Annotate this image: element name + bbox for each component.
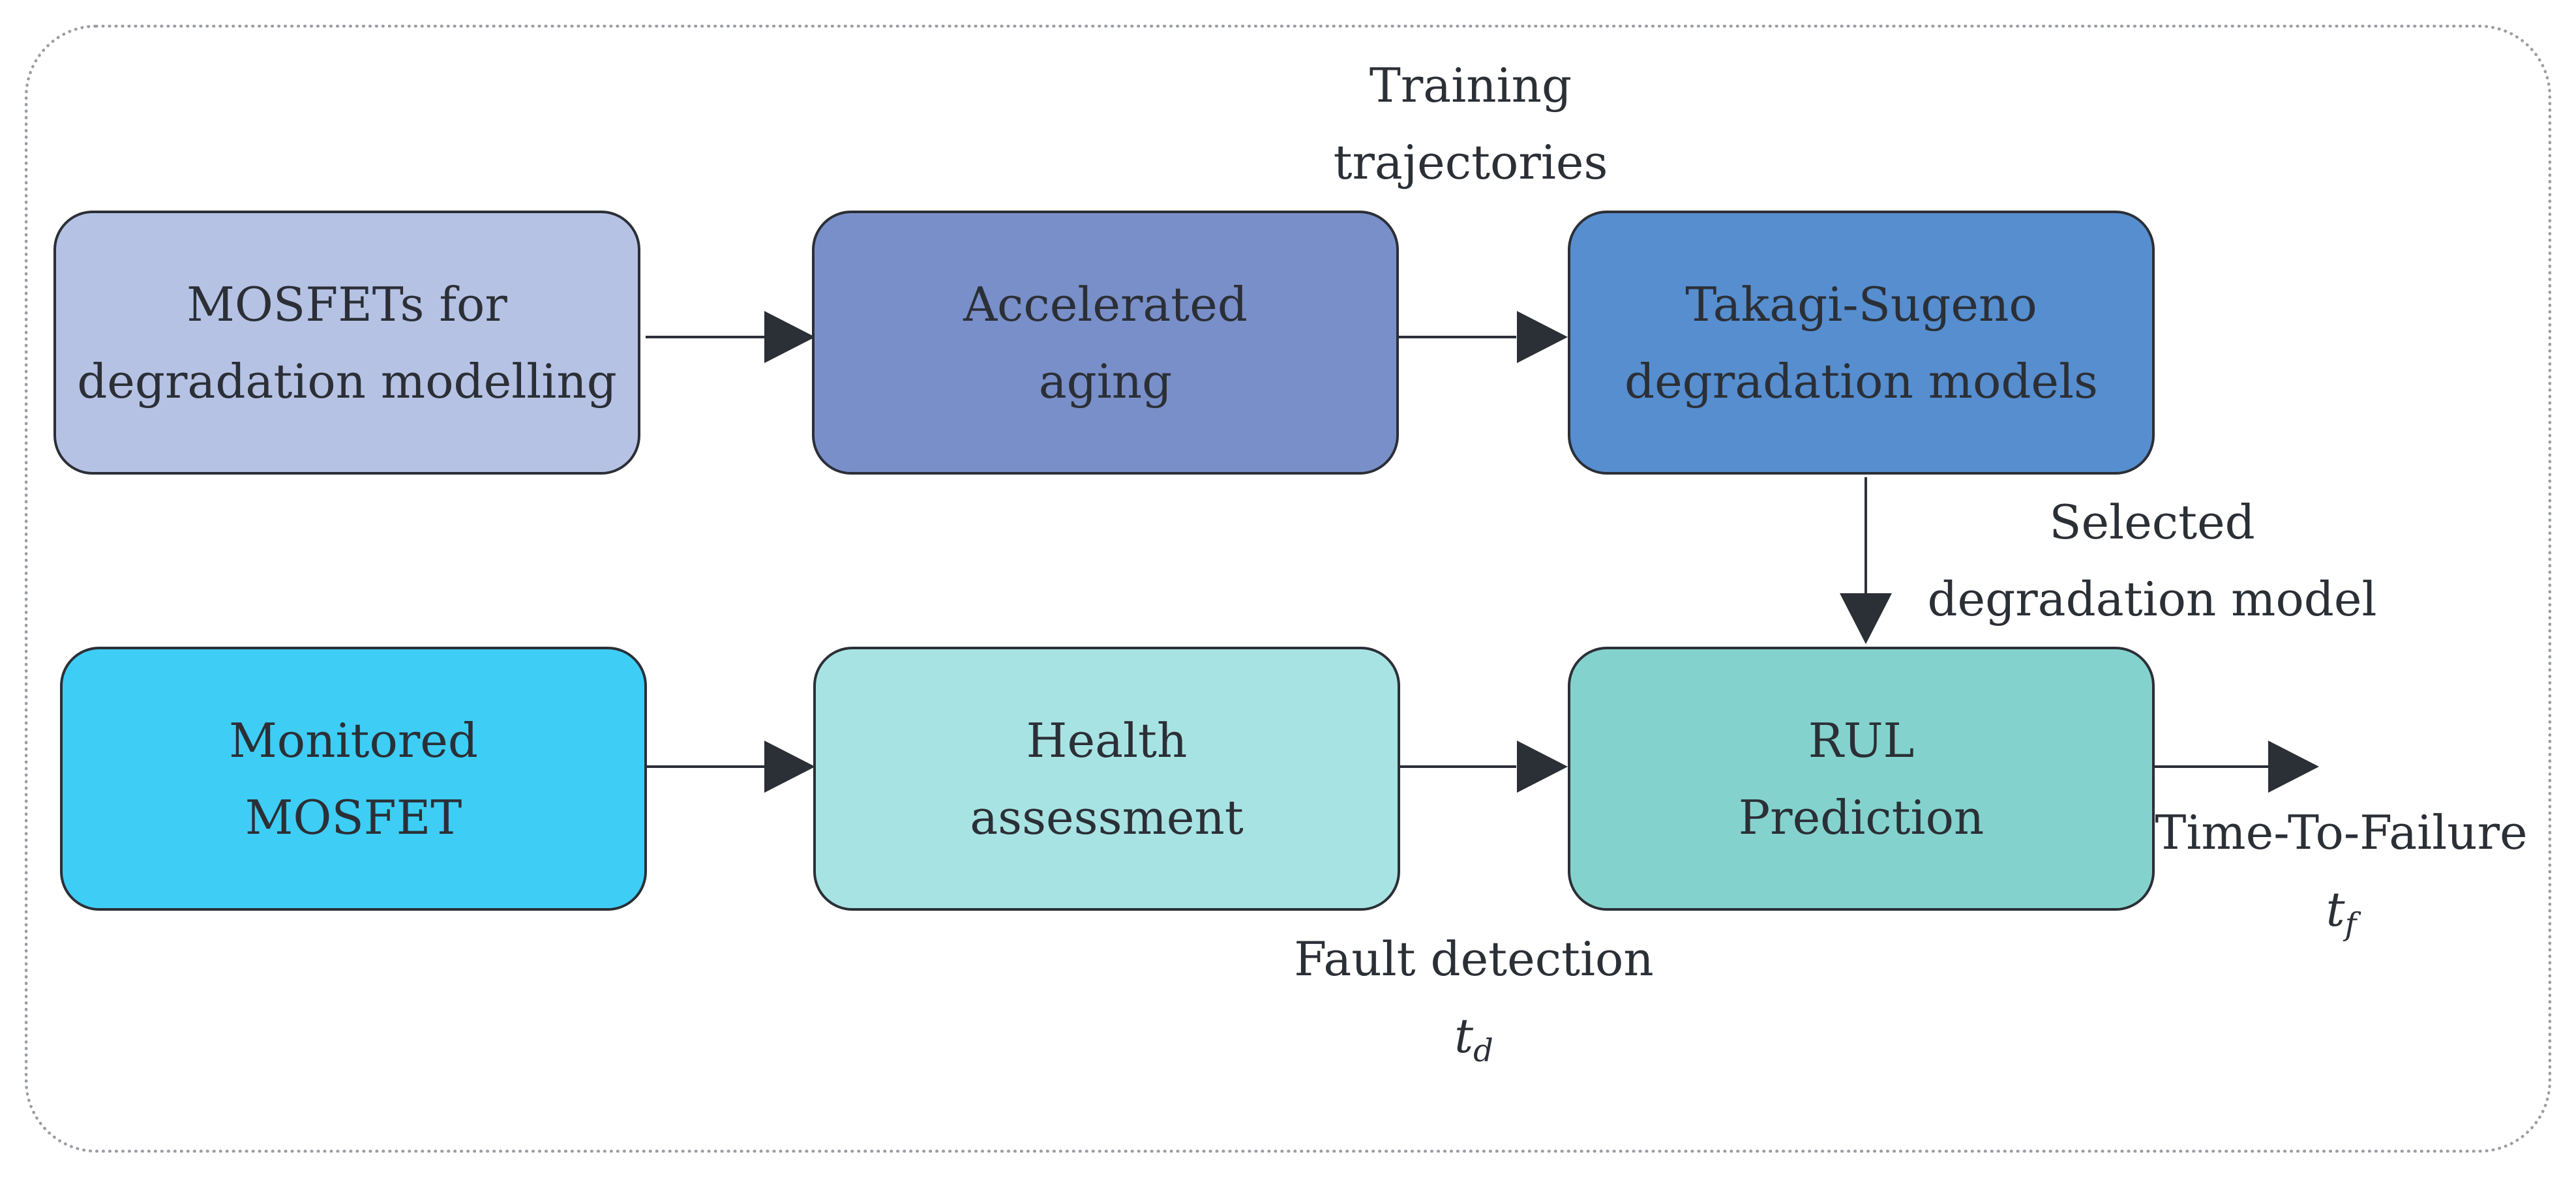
annotation-training-trajectories: Training trajectories	[1275, 47, 1666, 201]
box-label-line1: Health	[1026, 713, 1188, 768]
box-label-line1: Takagi-Sugeno	[1685, 276, 2037, 332]
fault-detection-time-symbol: td	[1239, 997, 1709, 1089]
arrowhead-takagi	[1517, 311, 1568, 363]
diagram-frame	[25, 25, 2551, 1153]
box-takagi-sugeno-models: Takagi-Sugeno degradation models	[1568, 211, 2155, 475]
time-to-failure-symbol: tf	[2146, 871, 2537, 963]
arrowhead-rul-top	[1840, 593, 1892, 644]
arrowhead-output	[2268, 741, 2319, 793]
box-mosfets-for-degradation-modelling: MOSFETs for degradation modelling	[53, 211, 640, 475]
box-health-assessment: Health assessment	[813, 647, 1400, 911]
box-label-line1: Monitored	[229, 713, 478, 768]
box-monitored-mosfet: Monitored MOSFET	[60, 647, 647, 911]
symbol-base: t	[1454, 1009, 1474, 1063]
box-label-line1: MOSFETs for	[187, 276, 507, 332]
annotation-fault-detection: Fault detection td	[1239, 920, 1709, 1089]
arrowhead-aging	[764, 311, 815, 363]
box-accelerated-aging: Accelerated aging	[812, 211, 1399, 475]
box-label-line2: assessment	[970, 789, 1244, 845]
box-label-line2: MOSFET	[245, 789, 462, 845]
box-rul-prediction: RUL Prediction	[1568, 647, 2155, 911]
box-label-line1: Accelerated	[963, 276, 1248, 332]
symbol-subscript: f	[2344, 906, 2357, 943]
annotation-line1: Time-To-Failure	[2155, 805, 2528, 860]
box-label-line2: Prediction	[1738, 789, 1984, 845]
box-label-line2: degradation modelling	[77, 353, 617, 409]
annotation-selected-degradation-model: Selected degradation model	[1878, 484, 2426, 638]
box-label-line2: aging	[1038, 353, 1173, 409]
annotation-time-to-failure: Time-To-Failure tf	[2146, 794, 2537, 963]
annotation-line2: trajectories	[1333, 135, 1608, 190]
annotation-line2: degradation model	[1927, 572, 2377, 626]
annotation-line1: Fault detection	[1294, 932, 1654, 986]
arrowhead-health	[764, 741, 815, 793]
box-label-line2: degradation models	[1624, 353, 2098, 409]
annotation-line1: Selected	[2049, 495, 2255, 550]
arrowhead-rul-left	[1517, 741, 1568, 793]
box-label-line1: RUL	[1808, 713, 1915, 768]
symbol-subscript: d	[1473, 1033, 1493, 1069]
annotation-line1: Training	[1369, 58, 1572, 113]
symbol-base: t	[2326, 882, 2345, 937]
